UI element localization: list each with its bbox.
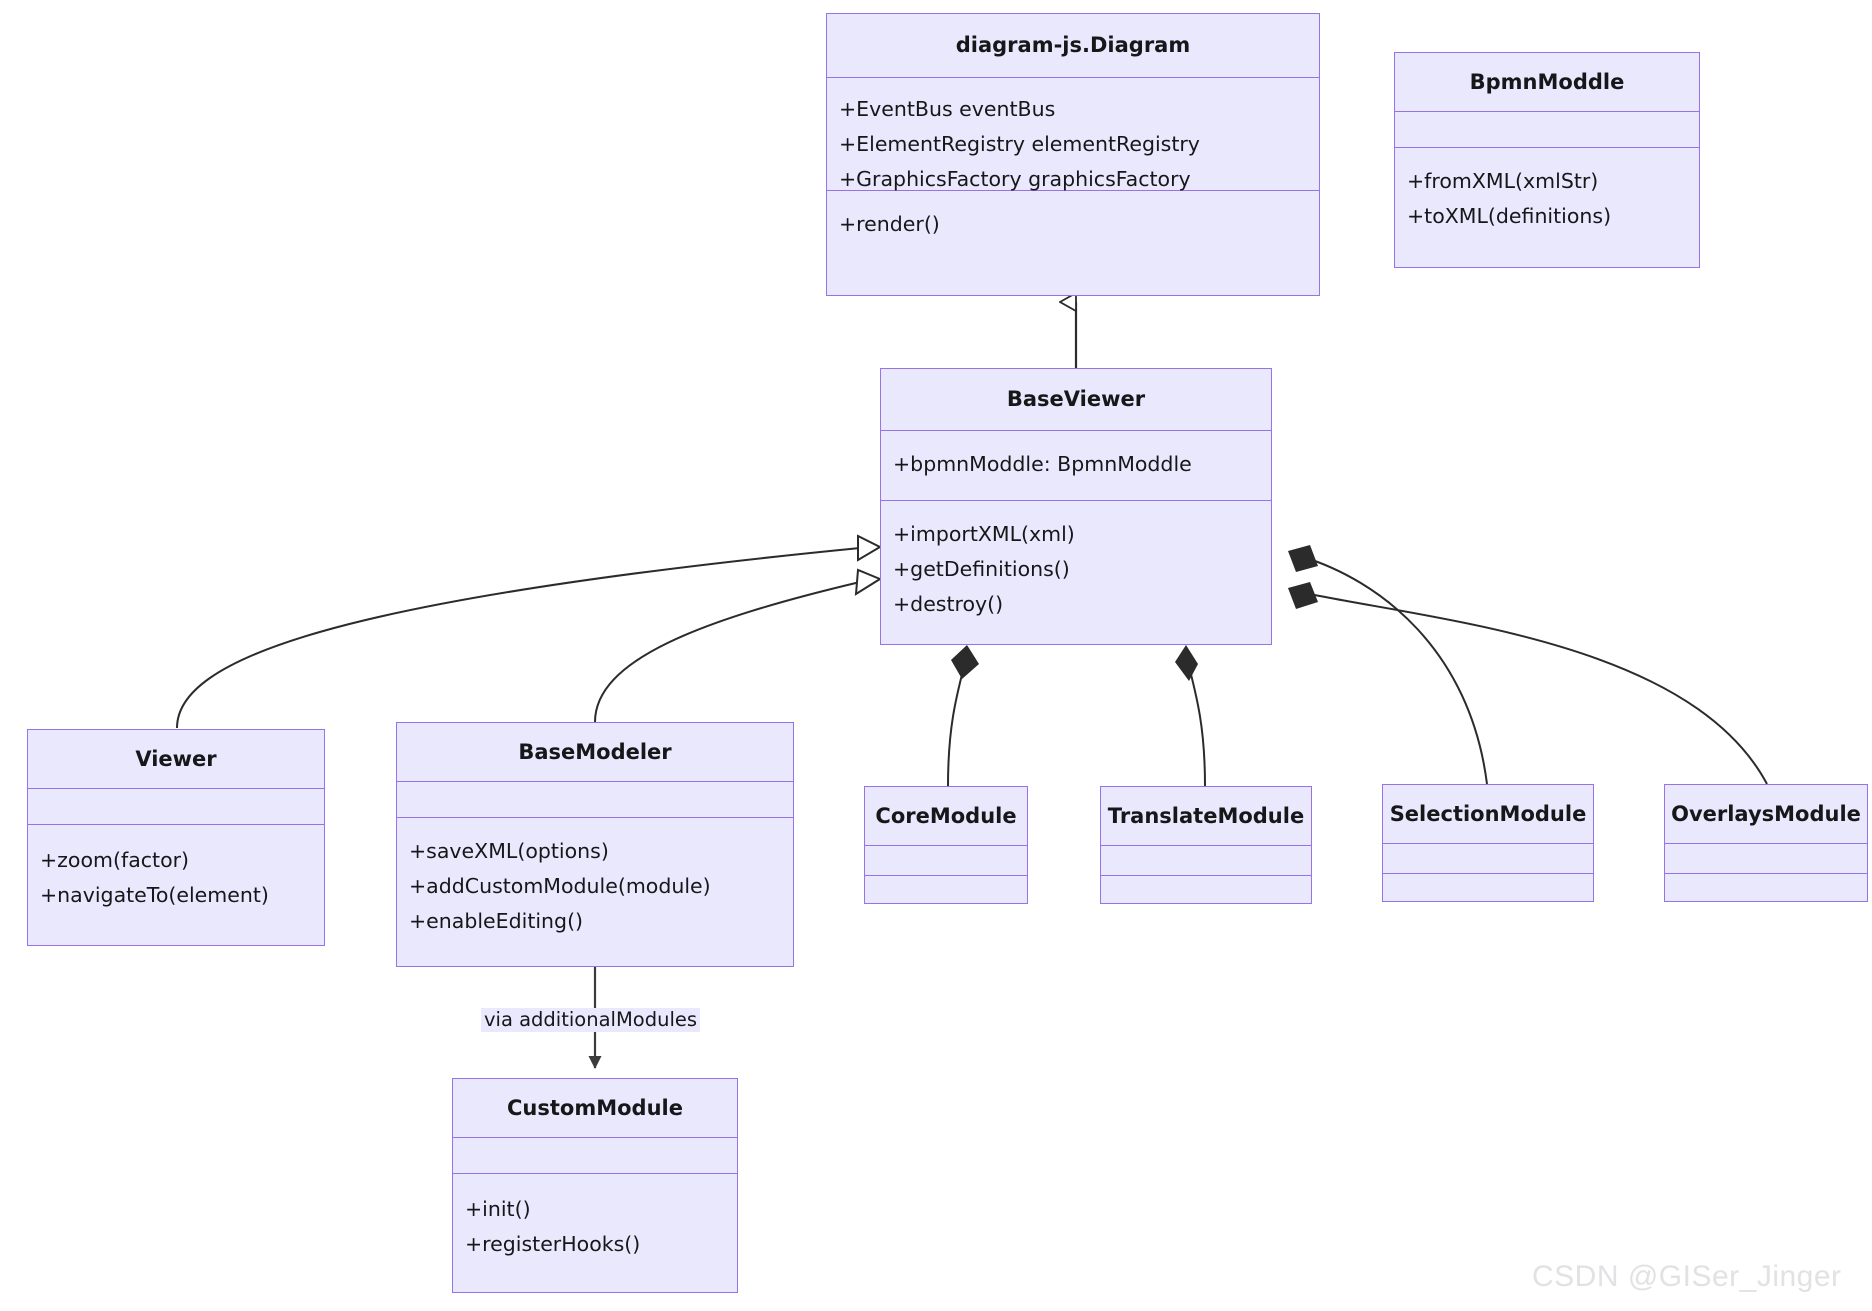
class-attributes <box>1395 111 1699 147</box>
class-title: BaseViewer <box>1006 387 1146 411</box>
class-attributes <box>865 845 1027 875</box>
edge-baseviewer-to-overlaysmodule <box>1288 582 1768 785</box>
watermark: CSDN @GISer_Jinger <box>1532 1260 1842 1293</box>
class-title: diagram-js.Diagram <box>955 33 1191 57</box>
class-box-overlays-module[interactable]: OverlaysModule <box>1664 784 1868 902</box>
class-title: TranslateModule <box>1107 804 1305 828</box>
class-box-viewer[interactable]: Viewer +zoom(factor) +navigateTo(element… <box>27 729 325 946</box>
class-title: CoreModule <box>875 804 1017 828</box>
class-box-selection-module[interactable]: SelectionModule <box>1382 784 1594 902</box>
class-methods: +zoom(factor) +navigateTo(element) <box>28 824 324 944</box>
class-title: OverlaysModule <box>1671 802 1861 826</box>
class-box-translate-module[interactable]: TranslateModule <box>1100 786 1312 904</box>
edge-label-via-additional-modules: via additionalModules <box>481 1008 701 1033</box>
method-row: +zoom(factor) <box>40 848 190 872</box>
class-attributes: +bpmnModdle: BpmnModdle <box>881 430 1271 500</box>
method-row: +getDefinitions() <box>893 557 1070 581</box>
class-attributes: +EventBus eventBus +ElementRegistry elem… <box>827 77 1319 191</box>
class-attributes <box>1101 845 1311 875</box>
class-methods: +init() +registerHooks() <box>453 1173 737 1291</box>
method-row: +importXML(xml) <box>893 522 1075 546</box>
class-box-core-module[interactable]: CoreModule <box>864 786 1028 904</box>
class-methods: +importXML(xml) +getDefinitions() +destr… <box>881 500 1271 646</box>
method-row: +addCustomModule(module) <box>409 874 711 898</box>
class-attributes <box>1383 843 1593 873</box>
class-attributes <box>397 781 793 817</box>
class-box-custom-module[interactable]: CustomModule +init() +registerHooks() <box>452 1078 738 1293</box>
class-box-diagram-js-diagram[interactable]: diagram-js.Diagram +EventBus eventBus +E… <box>826 13 1320 296</box>
attribute-row: +bpmnModdle: BpmnModdle <box>893 452 1192 476</box>
class-box-base-viewer[interactable]: BaseViewer +bpmnModdle: BpmnModdle +impo… <box>880 368 1272 645</box>
method-row: +saveXML(options) <box>409 839 609 863</box>
method-row: +render() <box>839 212 940 236</box>
attribute-row: +GraphicsFactory graphicsFactory <box>839 167 1191 191</box>
class-methods <box>1383 873 1593 903</box>
method-row: +toXML(definitions) <box>1407 204 1612 228</box>
class-attributes <box>1665 843 1867 873</box>
class-methods: +saveXML(options) +addCustomModule(modul… <box>397 817 793 965</box>
method-row: +registerHooks() <box>465 1232 641 1256</box>
class-title: Viewer <box>135 747 217 771</box>
class-methods <box>1665 873 1867 903</box>
class-box-bpmn-moddle[interactable]: BpmnModdle +fromXML(xmlStr) +toXML(defin… <box>1394 52 1700 268</box>
method-row: +destroy() <box>893 592 1004 616</box>
edge-basemodeler-to-baseviewer <box>594 568 883 723</box>
edge-baseviewer-to-coremodule <box>947 645 979 787</box>
class-attributes <box>453 1137 737 1173</box>
method-row: +init() <box>465 1197 531 1221</box>
class-methods: +fromXML(xmlStr) +toXML(definitions) <box>1395 147 1699 266</box>
class-title: CustomModule <box>507 1096 683 1120</box>
method-row: +navigateTo(element) <box>40 883 269 907</box>
edge-baseviewer-to-translatemodule <box>1175 645 1206 787</box>
class-attributes <box>28 788 324 824</box>
edge-viewer-to-baseviewer <box>176 534 883 729</box>
class-methods <box>1101 875 1311 905</box>
class-box-base-modeler[interactable]: BaseModeler +saveXML(options) +addCustom… <box>396 722 794 967</box>
class-title: BpmnModdle <box>1469 70 1625 94</box>
edge-baseviewer-to-selectionmodule <box>1288 545 1488 785</box>
class-methods: +render() <box>827 190 1319 295</box>
class-title: BaseModeler <box>518 740 672 764</box>
method-row: +fromXML(xmlStr) <box>1407 169 1599 193</box>
attribute-row: +EventBus eventBus <box>839 97 1056 121</box>
attribute-row: +ElementRegistry elementRegistry <box>839 132 1200 156</box>
method-row: +enableEditing() <box>409 909 584 933</box>
class-title: SelectionModule <box>1389 802 1587 826</box>
class-methods <box>865 875 1027 905</box>
